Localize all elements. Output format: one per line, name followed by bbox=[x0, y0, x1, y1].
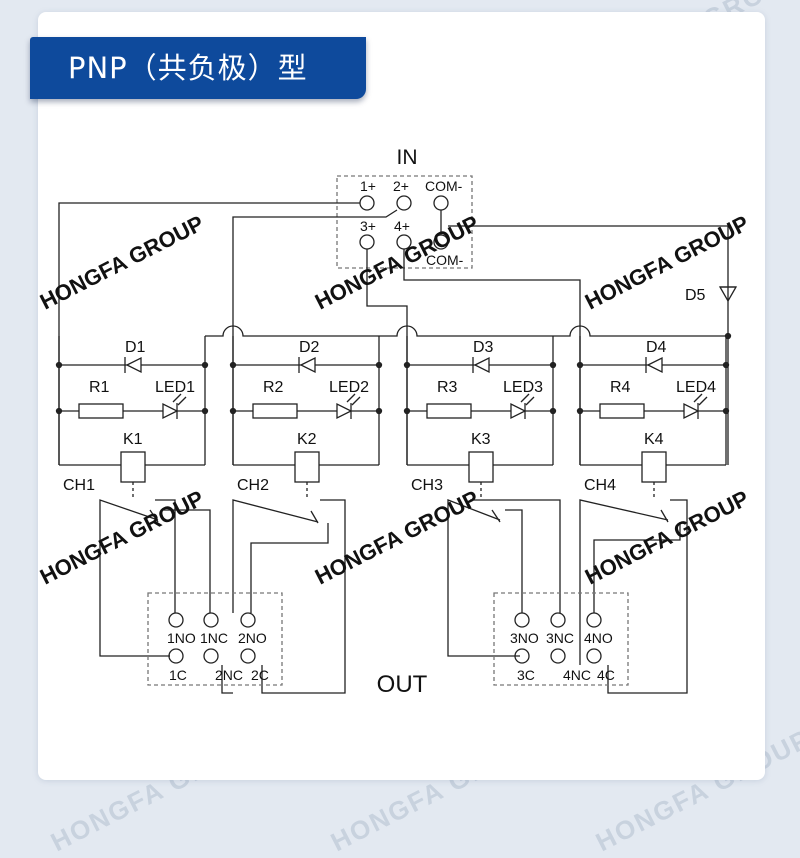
ch2-diode-label: D2 bbox=[299, 339, 320, 356]
ch1-resistor bbox=[78, 403, 124, 419]
label-d5: D5 bbox=[685, 287, 706, 304]
ch3-relay-label: K3 bbox=[471, 431, 491, 448]
ch2-relay-coil bbox=[294, 451, 320, 483]
ch4-led-label: LED4 bbox=[676, 379, 716, 396]
wire-com bbox=[448, 225, 729, 465]
ch3-resistor-label: R3 bbox=[437, 379, 458, 396]
ch3-diode-label: D3 bbox=[473, 339, 494, 356]
title-banner: PNP（共负极）型 bbox=[30, 37, 366, 99]
watermark-5: HONGFA GROUP bbox=[311, 485, 483, 589]
ch1-resistor-label: R1 bbox=[89, 379, 110, 396]
output-terminal-block-2 bbox=[493, 592, 629, 686]
terminal-2plus bbox=[396, 195, 412, 211]
out-label: OUT bbox=[377, 671, 428, 698]
ch4-relay-label: K4 bbox=[644, 431, 664, 448]
watermark-1: HONGFA GROUP bbox=[36, 210, 208, 314]
terminal-3plus bbox=[359, 234, 375, 250]
label-3plus: 3+ bbox=[360, 218, 376, 234]
terminal-1plus bbox=[359, 195, 375, 211]
label-1c: 1C bbox=[169, 667, 187, 683]
ch1-diode-label: D1 bbox=[125, 339, 146, 356]
ch3-relay-coil bbox=[468, 451, 494, 483]
ch4-led-symbol bbox=[683, 402, 700, 420]
ch3-led-symbol bbox=[510, 402, 527, 420]
common-rail bbox=[205, 325, 728, 337]
label-3no: 3NO bbox=[510, 630, 539, 646]
ch1-diode-symbol bbox=[125, 356, 142, 374]
label-com-top: COM- bbox=[425, 178, 463, 194]
watermark-4: HONGFA GROUP bbox=[36, 485, 208, 589]
label-4no: 4NO bbox=[584, 630, 613, 646]
ch2-resistor bbox=[252, 403, 298, 419]
ch4-diode-label: D4 bbox=[646, 339, 667, 356]
label-1no: 1NO bbox=[167, 630, 196, 646]
wire-in2 bbox=[232, 209, 398, 465]
diagram-card bbox=[38, 12, 765, 780]
ch2-diode-symbol bbox=[299, 356, 316, 374]
diagram-watermarks: HONGFA GROUP HONGFA GROUP HONGFA GROUP H… bbox=[36, 210, 753, 589]
ch1-relay-coil bbox=[120, 451, 146, 483]
ch4-diode-symbol bbox=[646, 356, 663, 374]
ch1-relay-label: K1 bbox=[123, 431, 143, 448]
ch3-diode-symbol bbox=[473, 356, 490, 374]
label-2plus: 2+ bbox=[393, 178, 409, 194]
in-label: IN bbox=[397, 146, 418, 169]
watermark-6: HONGFA GROUP bbox=[581, 485, 753, 589]
label-1plus: 1+ bbox=[360, 178, 376, 194]
label-3nc: 3NC bbox=[546, 630, 574, 646]
wiring-diagram: IN OUT 1+ 2+ COM- 3+ 4+ COM- D5 1NO 1NC … bbox=[36, 146, 753, 698]
ch4-resistor bbox=[599, 403, 645, 419]
page-title: PNP（共负极）型 bbox=[68, 51, 308, 85]
output-terminal-block-1 bbox=[147, 592, 283, 686]
ch2-resistor-label: R2 bbox=[263, 379, 284, 396]
ch3-channel-label: CH3 bbox=[411, 477, 443, 494]
label-1nc: 1NC bbox=[200, 630, 228, 646]
ch4-channel-label: CH4 bbox=[584, 477, 616, 494]
ch1-led-symbol bbox=[162, 402, 179, 420]
ch3-led-label: LED3 bbox=[503, 379, 543, 396]
ch2-channel-label: CH2 bbox=[237, 477, 269, 494]
ch4-relay-coil bbox=[641, 451, 667, 483]
ch1-channel-label: CH1 bbox=[63, 477, 95, 494]
label-4plus: 4+ bbox=[394, 218, 410, 234]
label-2no: 2NO bbox=[238, 630, 267, 646]
ch1-led-label: LED1 bbox=[155, 379, 195, 396]
label-2nc: 2NC bbox=[215, 667, 243, 683]
label-4c: 4C bbox=[597, 667, 615, 683]
label-com-bottom: COM- bbox=[426, 252, 464, 268]
ch3-resistor bbox=[426, 403, 472, 419]
ch2-led-label: LED2 bbox=[329, 379, 369, 396]
wire-in1 bbox=[58, 202, 360, 465]
label-3c: 3C bbox=[517, 667, 535, 683]
label-2c: 2C bbox=[251, 667, 269, 683]
ch4-resistor-label: R4 bbox=[610, 379, 631, 396]
terminal-com-top bbox=[433, 195, 449, 211]
ch2-relay-label: K2 bbox=[297, 431, 317, 448]
ch2-led-symbol bbox=[336, 402, 353, 420]
label-4nc: 4NC bbox=[563, 667, 591, 683]
